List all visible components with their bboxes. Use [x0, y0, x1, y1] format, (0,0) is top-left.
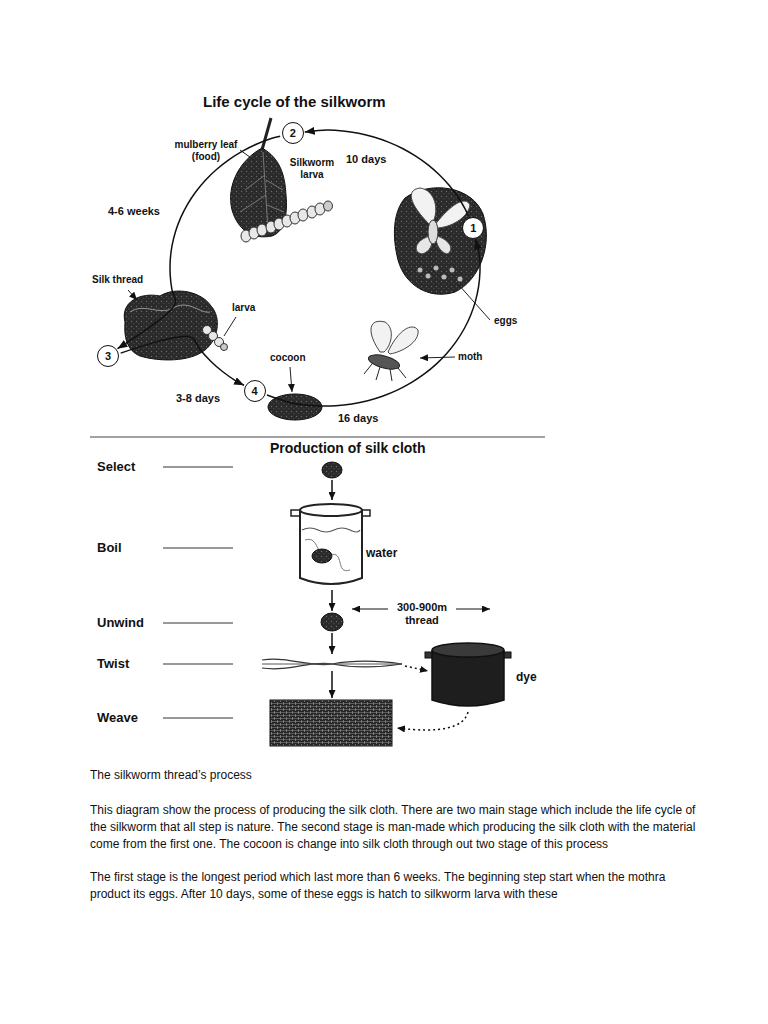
cocoon-in-water [312, 549, 332, 563]
pot-rim [300, 504, 362, 516]
duration-label: 10 days [346, 153, 386, 166]
mulberry-leaf [231, 148, 287, 237]
duration-label: 16 days [338, 412, 378, 425]
part-label: Silkworm larva [286, 157, 338, 181]
leader-line [458, 284, 490, 320]
moth-wing [371, 321, 391, 352]
cycle-arrow [305, 130, 468, 216]
diagram-title: Life cycle of the silkworm [203, 93, 386, 111]
essay-paragraph: This diagram show the process of produci… [90, 802, 700, 853]
leaf-veins [240, 152, 284, 230]
duration-label: 4-6 weeks [108, 205, 160, 218]
silkworm-larva [241, 201, 333, 242]
leaf-stem [262, 118, 271, 150]
cocoon [321, 613, 343, 631]
callout-circle: 2 [282, 122, 304, 144]
eggs [418, 266, 463, 282]
pot-handle [291, 510, 300, 516]
callout-number: 1 [470, 222, 476, 234]
step-dash [163, 718, 233, 719]
callout-number: 2 [290, 127, 296, 139]
cocoon [322, 462, 342, 478]
duration-label: 3-8 days [176, 392, 220, 405]
part-label: larva [232, 302, 255, 314]
egg [418, 268, 423, 273]
part-label: eggs [494, 315, 517, 327]
essay-heading: The silkworm thread’s process [90, 768, 252, 782]
step-dash [163, 623, 233, 624]
callout-circle: 3 [97, 345, 119, 367]
flow-arrow [331, 671, 333, 698]
separator-line [90, 437, 545, 438]
cycle-arrow [267, 239, 480, 406]
leader-arrow [128, 290, 137, 300]
moth-body [367, 352, 401, 372]
step-label: Boil [97, 540, 122, 556]
callout-circle: 1 [462, 217, 484, 239]
egg [458, 277, 463, 282]
callout-number: 3 [105, 350, 111, 362]
dye-pot-rim [432, 643, 504, 657]
step-dash [163, 548, 233, 549]
callout-circle: 4 [244, 380, 266, 402]
flow-arrow [331, 480, 333, 500]
woven-cloth [270, 700, 392, 746]
silk-thread-mass [124, 291, 217, 360]
egg [442, 275, 447, 280]
leader-arrow [420, 357, 455, 358]
boiling-pot [300, 510, 362, 584]
twisted-thread [262, 664, 402, 665]
egg-leaf [394, 188, 486, 294]
step-dash [163, 467, 233, 468]
part-label: moth [458, 351, 482, 363]
part-label: water [366, 546, 397, 560]
pot-handle [362, 510, 370, 516]
cycle-arrow [117, 136, 280, 348]
leader-line [224, 317, 236, 336]
dotted-arrow [405, 666, 428, 671]
flow-arrow [331, 590, 333, 611]
water-surface [302, 528, 360, 532]
egg [434, 266, 439, 271]
moth-legs [364, 364, 406, 381]
step-label: Unwind [97, 615, 144, 631]
egg [450, 268, 455, 273]
callout-number: 4 [252, 385, 258, 397]
dye-pot [432, 650, 504, 706]
leader-arrow [290, 367, 292, 392]
step-label: Weave [97, 710, 138, 726]
flow-arrow [331, 633, 333, 654]
moth-wing [388, 327, 418, 354]
twisted-thread [262, 663, 402, 669]
step-dash [163, 664, 233, 665]
moth-wing [436, 236, 451, 254]
part-label: Silk thread [92, 274, 143, 286]
moth-body [428, 220, 438, 244]
part-label: dye [516, 670, 537, 684]
water-swirl [305, 539, 350, 570]
larva-head [221, 344, 228, 351]
dotted-arrow [397, 712, 468, 730]
part-label: cocoon [270, 352, 306, 364]
cycle-arrow [121, 336, 244, 385]
moth-wing [411, 188, 436, 225]
larva-segment [257, 224, 267, 236]
part-label: mulberry leaf (food) [166, 139, 246, 163]
egg [426, 274, 431, 279]
step-label: Twist [97, 656, 129, 672]
larva-segment [298, 209, 308, 221]
section-heading: Production of silk cloth [270, 440, 426, 457]
twisted-thread [262, 659, 402, 665]
step-label: Select [97, 459, 135, 475]
essay-paragraph: The first stage is the longest period wh… [90, 869, 700, 903]
larva-head [324, 201, 333, 211]
measurement-label: 300-900m thread [388, 601, 456, 627]
